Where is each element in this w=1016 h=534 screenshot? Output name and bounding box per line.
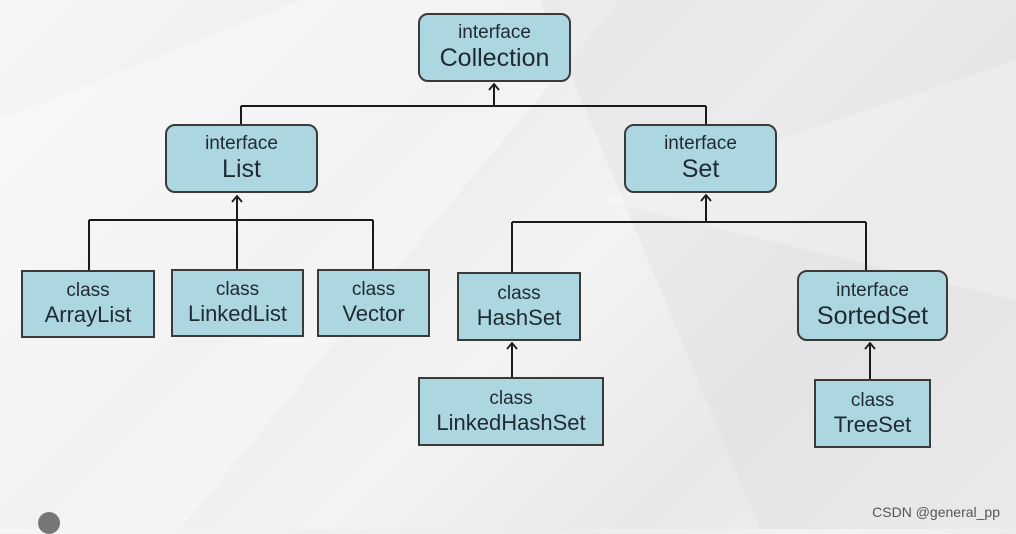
node-linkedhashset-name: LinkedHashSet: [436, 409, 586, 435]
node-linkedhashset-keyword: class: [489, 387, 533, 409]
node-hashset-keyword: class: [497, 282, 541, 304]
node-vector-name: Vector: [342, 301, 405, 327]
node-collection-keyword: interface: [458, 22, 531, 44]
node-treeset: class TreeSet: [814, 379, 931, 448]
node-arraylist: class ArrayList: [21, 270, 155, 338]
node-sortedset: interface SortedSet: [797, 270, 948, 341]
node-linkedlist-name: LinkedList: [187, 301, 288, 327]
node-hashset-name: HashSet: [476, 304, 562, 330]
node-collection-name: Collection: [439, 44, 550, 73]
corner-circle-decoration: [38, 512, 60, 534]
node-list-keyword: interface: [205, 133, 278, 155]
node-vector-keyword: class: [351, 279, 396, 301]
node-list-name: List: [222, 155, 261, 184]
node-arraylist-keyword: class: [66, 280, 110, 302]
node-hashset: class HashSet: [457, 272, 581, 341]
node-vector: class Vector: [317, 269, 430, 337]
node-linkedlist: class LinkedList: [171, 269, 304, 337]
node-linkedlist-keyword: class: [215, 279, 260, 301]
node-sortedset-name: SortedSet: [816, 302, 929, 331]
node-treeset-keyword: class: [850, 389, 895, 411]
node-list: interface List: [165, 124, 318, 193]
node-arraylist-name: ArrayList: [44, 302, 132, 328]
node-set: interface Set: [624, 124, 777, 193]
node-treeset-name: TreeSet: [833, 411, 912, 437]
node-linkedhashset: class LinkedHashSet: [418, 377, 604, 446]
node-set-name: Set: [681, 155, 720, 184]
node-sortedset-keyword: interface: [836, 280, 909, 302]
node-collection: interface Collection: [418, 13, 571, 82]
watermark: CSDN @general_pp: [872, 504, 1000, 520]
node-set-keyword: interface: [664, 133, 737, 155]
